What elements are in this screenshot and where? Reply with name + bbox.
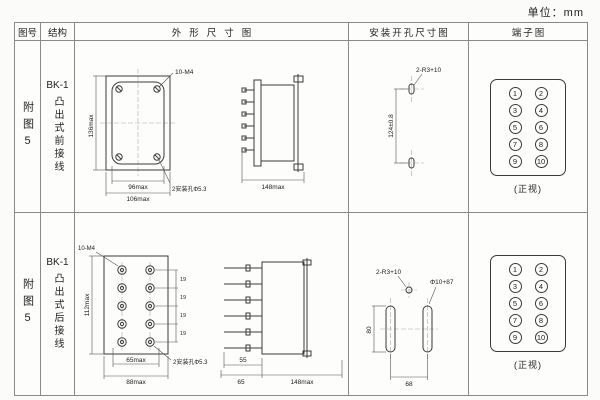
depth-label: 148max	[261, 184, 285, 191]
height-label: 80	[366, 326, 373, 334]
model-name-2: BK-1	[46, 257, 69, 268]
header-outline: 外形尺寸图	[75, 23, 349, 41]
header-fig-no: 图号	[15, 23, 41, 41]
side-view	[241, 74, 303, 172]
structure-desc-1: 凸出式前接线	[52, 95, 63, 174]
centerlines	[121, 262, 150, 350]
terminal-2: 2	[534, 87, 548, 100]
pin-len-label: 55	[239, 357, 247, 364]
mount-holes-label: 2安装孔Φ5.3	[173, 358, 208, 366]
terminal-4: 4	[534, 280, 548, 293]
height-label: 136max	[88, 114, 95, 138]
mount-holes-label: 2安装孔Φ5.3	[172, 185, 207, 193]
slot-label: Φ10+87	[430, 279, 454, 286]
header-install: 安装开孔尺寸图	[349, 23, 469, 41]
terminal-6: 6	[534, 121, 548, 134]
terminal-9: 9	[508, 155, 522, 168]
pitch-label-2: 19	[180, 295, 186, 301]
terminal-1: 1	[508, 263, 522, 276]
terminal-10: 10	[534, 331, 548, 344]
terminal-5: 5	[508, 121, 522, 134]
width-outer-label: 88max	[126, 379, 146, 386]
terminal-box: 1 2 3 4 5 6 7 8 9 10	[490, 79, 566, 176]
dimension-lines	[88, 251, 342, 379]
pitch-label-4: 19	[180, 331, 186, 337]
model-name-1: BK-1	[46, 79, 69, 91]
terminal-7: 7	[508, 314, 522, 327]
install-cell-1: 2-R3+10 124±0.8	[349, 41, 469, 213]
height-label: 112max	[84, 293, 91, 316]
header-structure: 结构	[41, 23, 75, 41]
terminal-6: 6	[534, 297, 548, 310]
terminal-3: 3	[508, 280, 522, 293]
spec-table: 图号 结构 外形尺寸图 安装开孔尺寸图 端子图 附图5 BK-1 凸出式前接线	[14, 22, 588, 396]
holes-label: 2-R3+10	[416, 67, 441, 74]
view-caption: (正视)	[514, 184, 542, 194]
terminal-3: 3	[508, 104, 522, 117]
terminal-9: 9	[508, 331, 522, 344]
dimension-lines	[393, 73, 422, 164]
pitch-label-1: 19	[180, 277, 186, 283]
terminal-box: 1 2 3 4 5 6 7 8 9 10	[490, 255, 566, 352]
terminal-5: 5	[508, 297, 522, 310]
width-inner-label: 65max	[126, 357, 146, 364]
header-terminal: 端子图	[469, 23, 587, 41]
holes-label: 2-R3+10	[376, 269, 401, 276]
fig-no-1: 附图5	[21, 100, 34, 153]
terminal-cell-2: 1 2 3 4 5 6 7 8 9 10 (正视)	[469, 213, 587, 395]
view-caption: (正视)	[514, 360, 542, 370]
rear-view	[103, 255, 168, 355]
centerlines	[379, 282, 438, 360]
install-drawing-front-wiring: 2-R3+10 124±0.8	[388, 67, 441, 176]
pin-span-label: 65	[237, 379, 245, 386]
terminal-7: 7	[508, 138, 522, 151]
pitch-label-3: 19	[180, 313, 186, 319]
mount-slots	[385, 286, 432, 353]
terminal-2: 2	[534, 263, 548, 276]
outline-drawing-front-wiring: 10-M4 136max 96max 106max 2安装孔Φ5.3 148ma…	[88, 69, 304, 203]
terminal-8: 8	[534, 138, 548, 151]
outline-drawing-rear-wiring: 10-M4 112max 19 19 19 19 65max 88max 2安装…	[78, 246, 342, 386]
fig-no-cell-1: 附图5	[15, 41, 41, 213]
front-view	[105, 75, 170, 171]
centerlines	[99, 69, 176, 176]
install-drawing-rear-wiring: 2-R3+10 Φ10+87 80 68	[366, 269, 454, 388]
install-cell-2: 2-R3+10 Φ10+87 80 68	[349, 213, 469, 395]
dimension-lines	[92, 72, 304, 196]
structure-cell-2: BK-1 凸出式后接线	[41, 213, 75, 395]
side-view	[223, 258, 311, 358]
outline-cell-1: 10-M4 136max 96max 106max 2安装孔Φ5.3 148ma…	[75, 41, 349, 213]
fig-no-2: 附图5	[21, 278, 34, 330]
width-label: 68	[405, 381, 413, 388]
span-label: 124±0.8	[388, 114, 395, 138]
structure-cell-1: BK-1 凸出式前接线	[41, 41, 75, 213]
structure-desc-2: 凸出式后接线	[52, 273, 63, 351]
terminal-cell-1: 1 2 3 4 5 6 7 8 9 10 (正视)	[469, 41, 587, 213]
screws-label: 10-M4	[175, 69, 194, 76]
outline-cell-2: 10-M4 112max 19 19 19 19 65max 88max 2安装…	[75, 213, 349, 395]
width-inner-label: 96max	[128, 184, 148, 191]
dimension-lines	[371, 275, 436, 380]
terminal-8: 8	[534, 314, 548, 327]
terminal-10: 10	[534, 155, 548, 168]
terminal-1: 1	[508, 87, 522, 100]
unit-label: 单位：mm	[527, 7, 584, 19]
terminal-4: 4	[534, 104, 548, 117]
screws-label: 10-M4	[78, 246, 96, 252]
depth-label: 148max	[290, 379, 314, 386]
width-outer-label: 106max	[126, 196, 150, 203]
fig-no-cell-2: 附图5	[15, 213, 41, 395]
centerlines	[399, 76, 424, 176]
mount-holes	[408, 83, 414, 169]
